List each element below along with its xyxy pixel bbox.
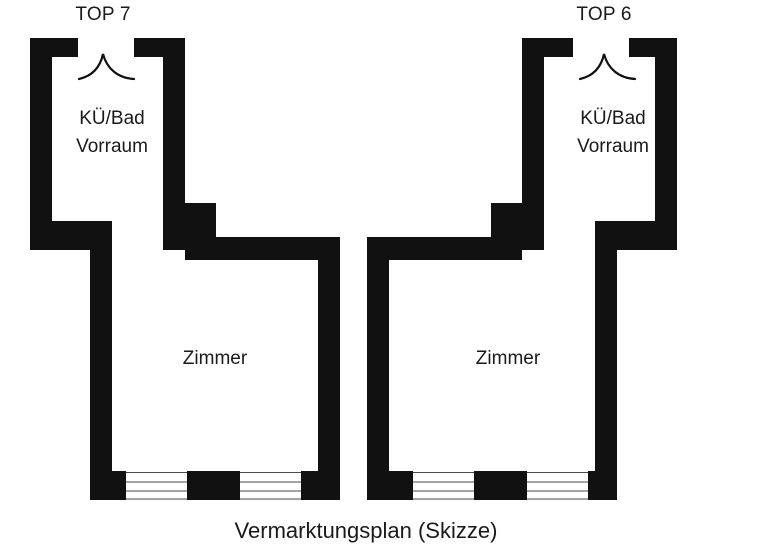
unit-top-6: TOP 6 KÜ/Bad Vorraum Zimmer [367,4,677,500]
room-label-entry-line1: KÜ/Bad [79,108,144,129]
door-swing-icon [77,53,136,81]
top-7-window-1 [126,471,187,500]
room-label-zimmer: Zimmer [476,348,541,369]
wall-segment [474,471,527,500]
room-label-entry-line2: Vorraum [76,136,148,157]
top-7-room-walls [90,237,340,500]
wall-segment [595,237,617,500]
window-glass [413,471,474,500]
wall-segment [90,471,126,500]
room-label-zimmer: Zimmer [183,348,248,369]
unit-title-top-6: TOP 6 [576,4,631,25]
top-7-entry-walls [30,38,185,250]
top-7-window-2 [240,471,301,500]
wall-segment [301,471,340,500]
top-6-room-walls [367,237,617,500]
wall-segment [367,237,522,260]
unit-top-7: TOP 7 KÜ/Bad Vorraum Zimmer [30,4,340,500]
window-glass [527,471,588,500]
top-6-transition-walls [367,203,677,260]
wall-segment [318,237,340,500]
wall-segment [522,38,544,221]
unit-title-top-7: TOP 7 [75,4,130,25]
wall-segment [185,237,340,260]
wall-segment [367,471,413,500]
top-6-window-1 [413,471,474,500]
wall-segment [187,471,240,500]
door-swing-icon [578,53,637,81]
top-6-window-2 [527,471,588,500]
top-6-entry-walls [522,38,677,250]
window-glass [240,471,301,500]
wall-segment [163,38,185,221]
wall-segment [30,38,52,250]
room-label-entry-line2: Vorraum [577,136,649,157]
window-glass [126,471,187,500]
wall-segment [367,237,389,500]
plan-caption: Vermarktungsplan (Skizze) [235,518,498,543]
wall-segment [90,237,112,500]
room-label-entry-line1: KÜ/Bad [580,108,645,129]
wall-segment [655,38,677,250]
